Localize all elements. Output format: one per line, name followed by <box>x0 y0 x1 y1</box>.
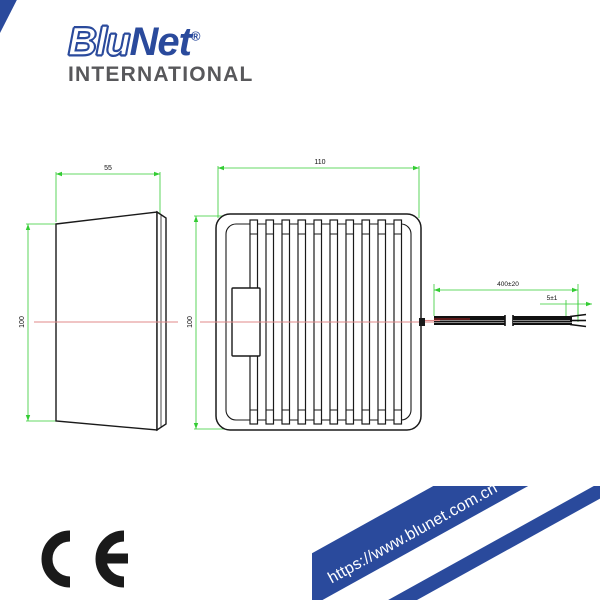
brand-logo: BluNet® INTERNATIONAL <box>67 20 298 86</box>
cable-conductors <box>569 313 587 328</box>
cable-strip-label: 5±1 <box>547 295 558 302</box>
cable-assembly-group: 400±20 5±1 <box>425 281 592 328</box>
logo-blu-text: Blu <box>67 20 131 64</box>
front-view-width-dimension: 110 <box>217 159 420 218</box>
cable-break-gap <box>504 315 514 326</box>
logo-wordmark: BluNet® <box>67 20 298 64</box>
side-view-group: 55 100 <box>19 165 178 432</box>
ce-letter-e-icon <box>95 530 128 588</box>
side-height-label: 100 <box>19 316 26 328</box>
side-view-edge-band <box>156 210 167 432</box>
registered-trademark-icon: ® <box>190 28 201 44</box>
front-view-group: 110 100 <box>187 159 434 431</box>
cable-length-label: 400±20 <box>497 281 519 288</box>
conductor-wire <box>569 323 587 328</box>
ce-letter-c-icon <box>41 530 71 588</box>
front-width-label: 110 <box>314 159 325 166</box>
logo-subtitle: INTERNATIONAL <box>68 63 254 86</box>
side-view-body <box>55 211 158 431</box>
cable-segment-right <box>513 316 572 325</box>
cable-exit-port <box>419 318 425 326</box>
front-height-label: 100 <box>187 316 194 328</box>
side-width-label: 55 <box>104 165 112 172</box>
conductor-wire <box>569 313 587 318</box>
logo-net-text: Net <box>129 20 191 64</box>
cable-segment-left <box>434 316 505 325</box>
ce-certification-mark: CE <box>41 530 128 588</box>
